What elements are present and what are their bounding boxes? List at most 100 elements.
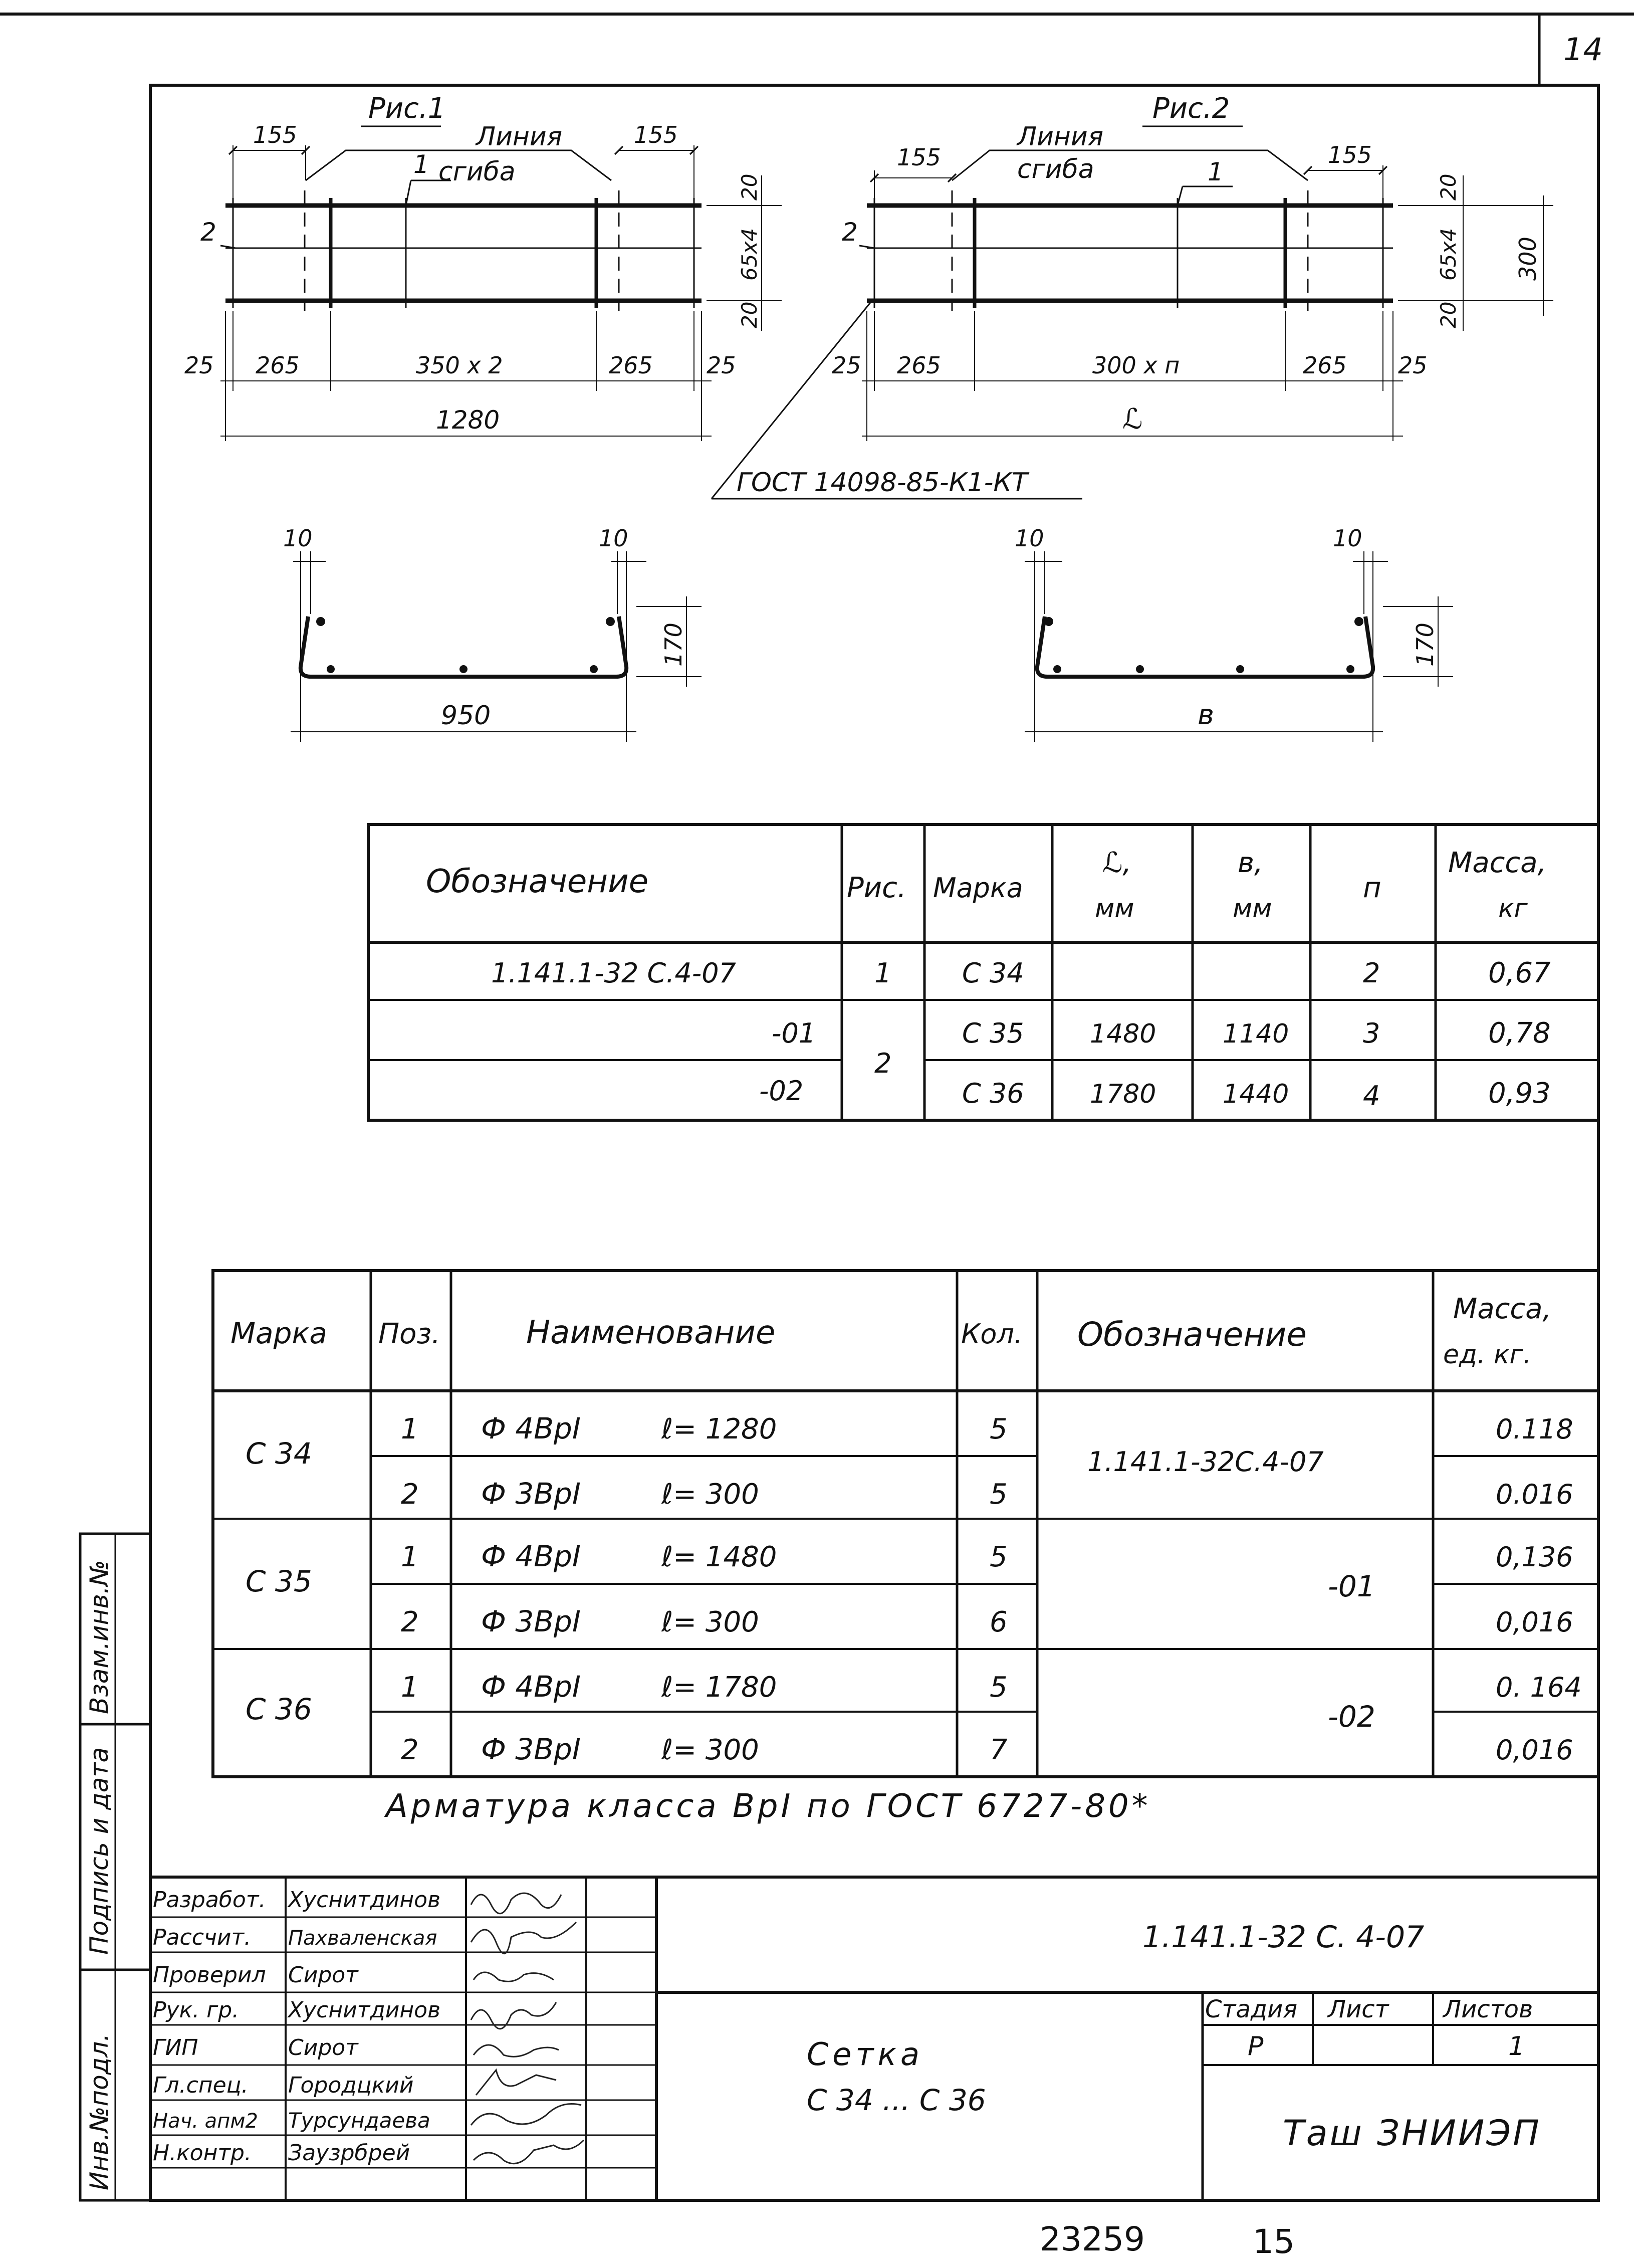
section2-height: 170 — [1412, 623, 1439, 667]
table2-header-qty: Кол. — [961, 1318, 1023, 1350]
table2-g2-r0-mass: 0. 164 — [1496, 1672, 1582, 1703]
fig1-title: Рис.1 — [368, 92, 445, 125]
table1-row2-n: 4 — [1363, 1080, 1380, 1112]
tb-name-7: Заузрбрей — [288, 2140, 410, 2166]
table1-header-fig: Рис. — [847, 872, 906, 904]
tb-stage: Р — [1248, 2031, 1264, 2061]
table2-g1-r0-mass: 0,136 — [1496, 1541, 1573, 1573]
section2: 10 10 170 в — [1015, 525, 1453, 742]
fig1-dim-r2: 65х4 — [737, 228, 762, 281]
fig2-dim-top-right: 155 — [1328, 141, 1372, 168]
fig2-dim-top-left: 155 — [897, 144, 941, 171]
fig1-dim-total: 1280 — [436, 405, 500, 435]
section2-d2: 10 — [1333, 525, 1362, 552]
table2-g2-mark: С 36 — [246, 1692, 312, 1726]
table1-row1-fig: 2 — [874, 1048, 891, 1079]
tb-name-6: Турсундаева — [288, 2108, 430, 2133]
table2-g1-r1-mass: 0,016 — [1496, 1606, 1573, 1638]
side-stamp-replace: Взам.инв.№ — [85, 1560, 114, 1714]
fig2-pos2: 2 — [842, 218, 858, 247]
tb-role-5: Гл.спец. — [153, 2073, 249, 2098]
tb-role-3: Рук. гр. — [153, 1997, 239, 2023]
fig2-dim-r1: 20 — [1436, 174, 1461, 200]
reinforcement-note: Арматура класса ВрI по ГОСТ 6727-80* — [384, 1788, 1151, 1825]
table2-g2-r0-len: ℓ= 1780 — [661, 1671, 777, 1704]
section1: 10 10 170 950 — [283, 525, 702, 742]
table1-row1-designation: -01 — [772, 1017, 816, 1049]
fig1-dim-b2: 265 — [256, 352, 300, 379]
table2-g0-designation: 1.141.1-32С.4-07 — [1087, 1446, 1324, 1478]
table1-row1-mass: 0,78 — [1488, 1017, 1551, 1050]
fig1-bend-label-1: Линия — [475, 122, 562, 152]
table1-row2-mass: 0,93 — [1488, 1077, 1551, 1110]
table1-row1-mark: С 35 — [962, 1017, 1024, 1049]
table2-g0-r0-name: Ф 4ВрI — [481, 1411, 581, 1446]
table2: Марка Поз. Наименование Кол. Обозначение… — [211, 1269, 1600, 1778]
fig1-pos2: 2 — [200, 218, 216, 247]
tb-role-1: Рассчит. — [153, 1925, 251, 1950]
page-number: 14 — [1563, 31, 1603, 68]
fig1-dim-top-left: 155 — [253, 121, 297, 148]
section2-width: в — [1198, 699, 1214, 731]
table1-header-L-unit: мм — [1095, 894, 1134, 924]
fig2-bend-label-2: сгиба — [1017, 154, 1094, 184]
table1-row0-mass: 0,67 — [1488, 957, 1551, 989]
tb-doc-code: 1.141.1-32 С. 4-07 — [1142, 1920, 1424, 1955]
table2-g1-mark: С 35 — [246, 1564, 312, 1598]
table2-g1-r0-qty: 5 — [990, 1541, 1008, 1573]
table1-header-B: в, — [1238, 847, 1263, 879]
side-stamp-signature: Подпись и дата — [85, 1747, 114, 1955]
table2-g1-r1-len: ℓ= 300 — [661, 1606, 759, 1638]
table2-g2-r0-name: Ф 4ВрI — [481, 1670, 581, 1704]
fig2-dim-total: ℒ — [1122, 403, 1142, 436]
gost-leader: ГОСТ 14098-85-К1-КТ — [711, 300, 1082, 500]
fig2-dim-b2: 265 — [897, 352, 941, 379]
table1-header-designation: Обозначение — [426, 863, 648, 900]
footer-number: 23259 — [1040, 2220, 1145, 2258]
table2-g2-r0-qty: 5 — [990, 1671, 1008, 1704]
table2-g2-r1-pos: 2 — [401, 1734, 419, 1766]
section1-d1: 10 — [283, 525, 313, 552]
tb-role-2: Проверил — [153, 1962, 266, 1988]
tb-name-3: Хуснитдинов — [287, 1997, 440, 2023]
table1-row1-L: 1480 — [1090, 1019, 1156, 1049]
tb-org: Таш ЗНИИЭП — [1283, 2113, 1541, 2154]
section1-d2: 10 — [599, 525, 628, 552]
footer-page: 15 — [1253, 2222, 1295, 2261]
table1-row0-designation: 1.141.1-32 С.4-07 — [491, 957, 736, 989]
table2-g2-r1-len: ℓ= 300 — [661, 1734, 759, 1766]
table2-header-mark: Марка — [230, 1316, 327, 1350]
gost-leader-text: ГОСТ 14098-85-К1-КТ — [737, 468, 1030, 498]
signatures — [470, 1892, 585, 2165]
tb-role-7: Н.контр. — [153, 2140, 252, 2166]
table1-row0-mark: С 34 — [962, 957, 1024, 989]
tb-sheet-label: Лист — [1327, 1995, 1390, 2023]
fig2-dim-r-total: 300 — [1514, 237, 1541, 281]
table2-g2-r1-mass: 0,016 — [1496, 1734, 1573, 1766]
table1-row0-n: 2 — [1363, 957, 1380, 989]
fig2-dim-b1: 25 — [832, 352, 861, 379]
fig2-pos1: 1 — [1208, 157, 1224, 186]
table2-g0-r1-qty: 5 — [990, 1478, 1008, 1511]
table1-row1-n: 3 — [1363, 1017, 1380, 1049]
tb-name-2: Сирот — [288, 1962, 359, 1988]
table1-row2-B: 1440 — [1223, 1079, 1289, 1109]
fig2-bend-label-1: Линия — [1016, 122, 1103, 152]
tb-sheets: 1 — [1508, 2031, 1525, 2061]
table2-g1-r0-name: Ф 4ВрI — [481, 1539, 581, 1573]
table1-row0-fig: 1 — [874, 957, 891, 989]
table2-header-designation: Обозначение — [1077, 1315, 1307, 1354]
section1-width: 950 — [441, 701, 491, 731]
fig1-bend-label-2: сгиба — [438, 157, 516, 187]
table2-header-name: Наименование — [526, 1314, 775, 1351]
section1-height: 170 — [660, 623, 687, 667]
tb-title-line2: С 34 ... С 36 — [807, 2083, 986, 2117]
tb-title-line1: Сетка — [807, 2036, 923, 2073]
side-stamp-inv: Инв.№подл. — [85, 2033, 114, 2190]
table2-header-mass2: ед. кг. — [1443, 1340, 1531, 1370]
table2-g2-r1-qty: 7 — [990, 1734, 1008, 1766]
table1-row2-mark: С 36 — [962, 1078, 1024, 1109]
fig2-dim-b4: 265 — [1303, 352, 1347, 379]
drawing-frame — [149, 84, 1600, 2202]
